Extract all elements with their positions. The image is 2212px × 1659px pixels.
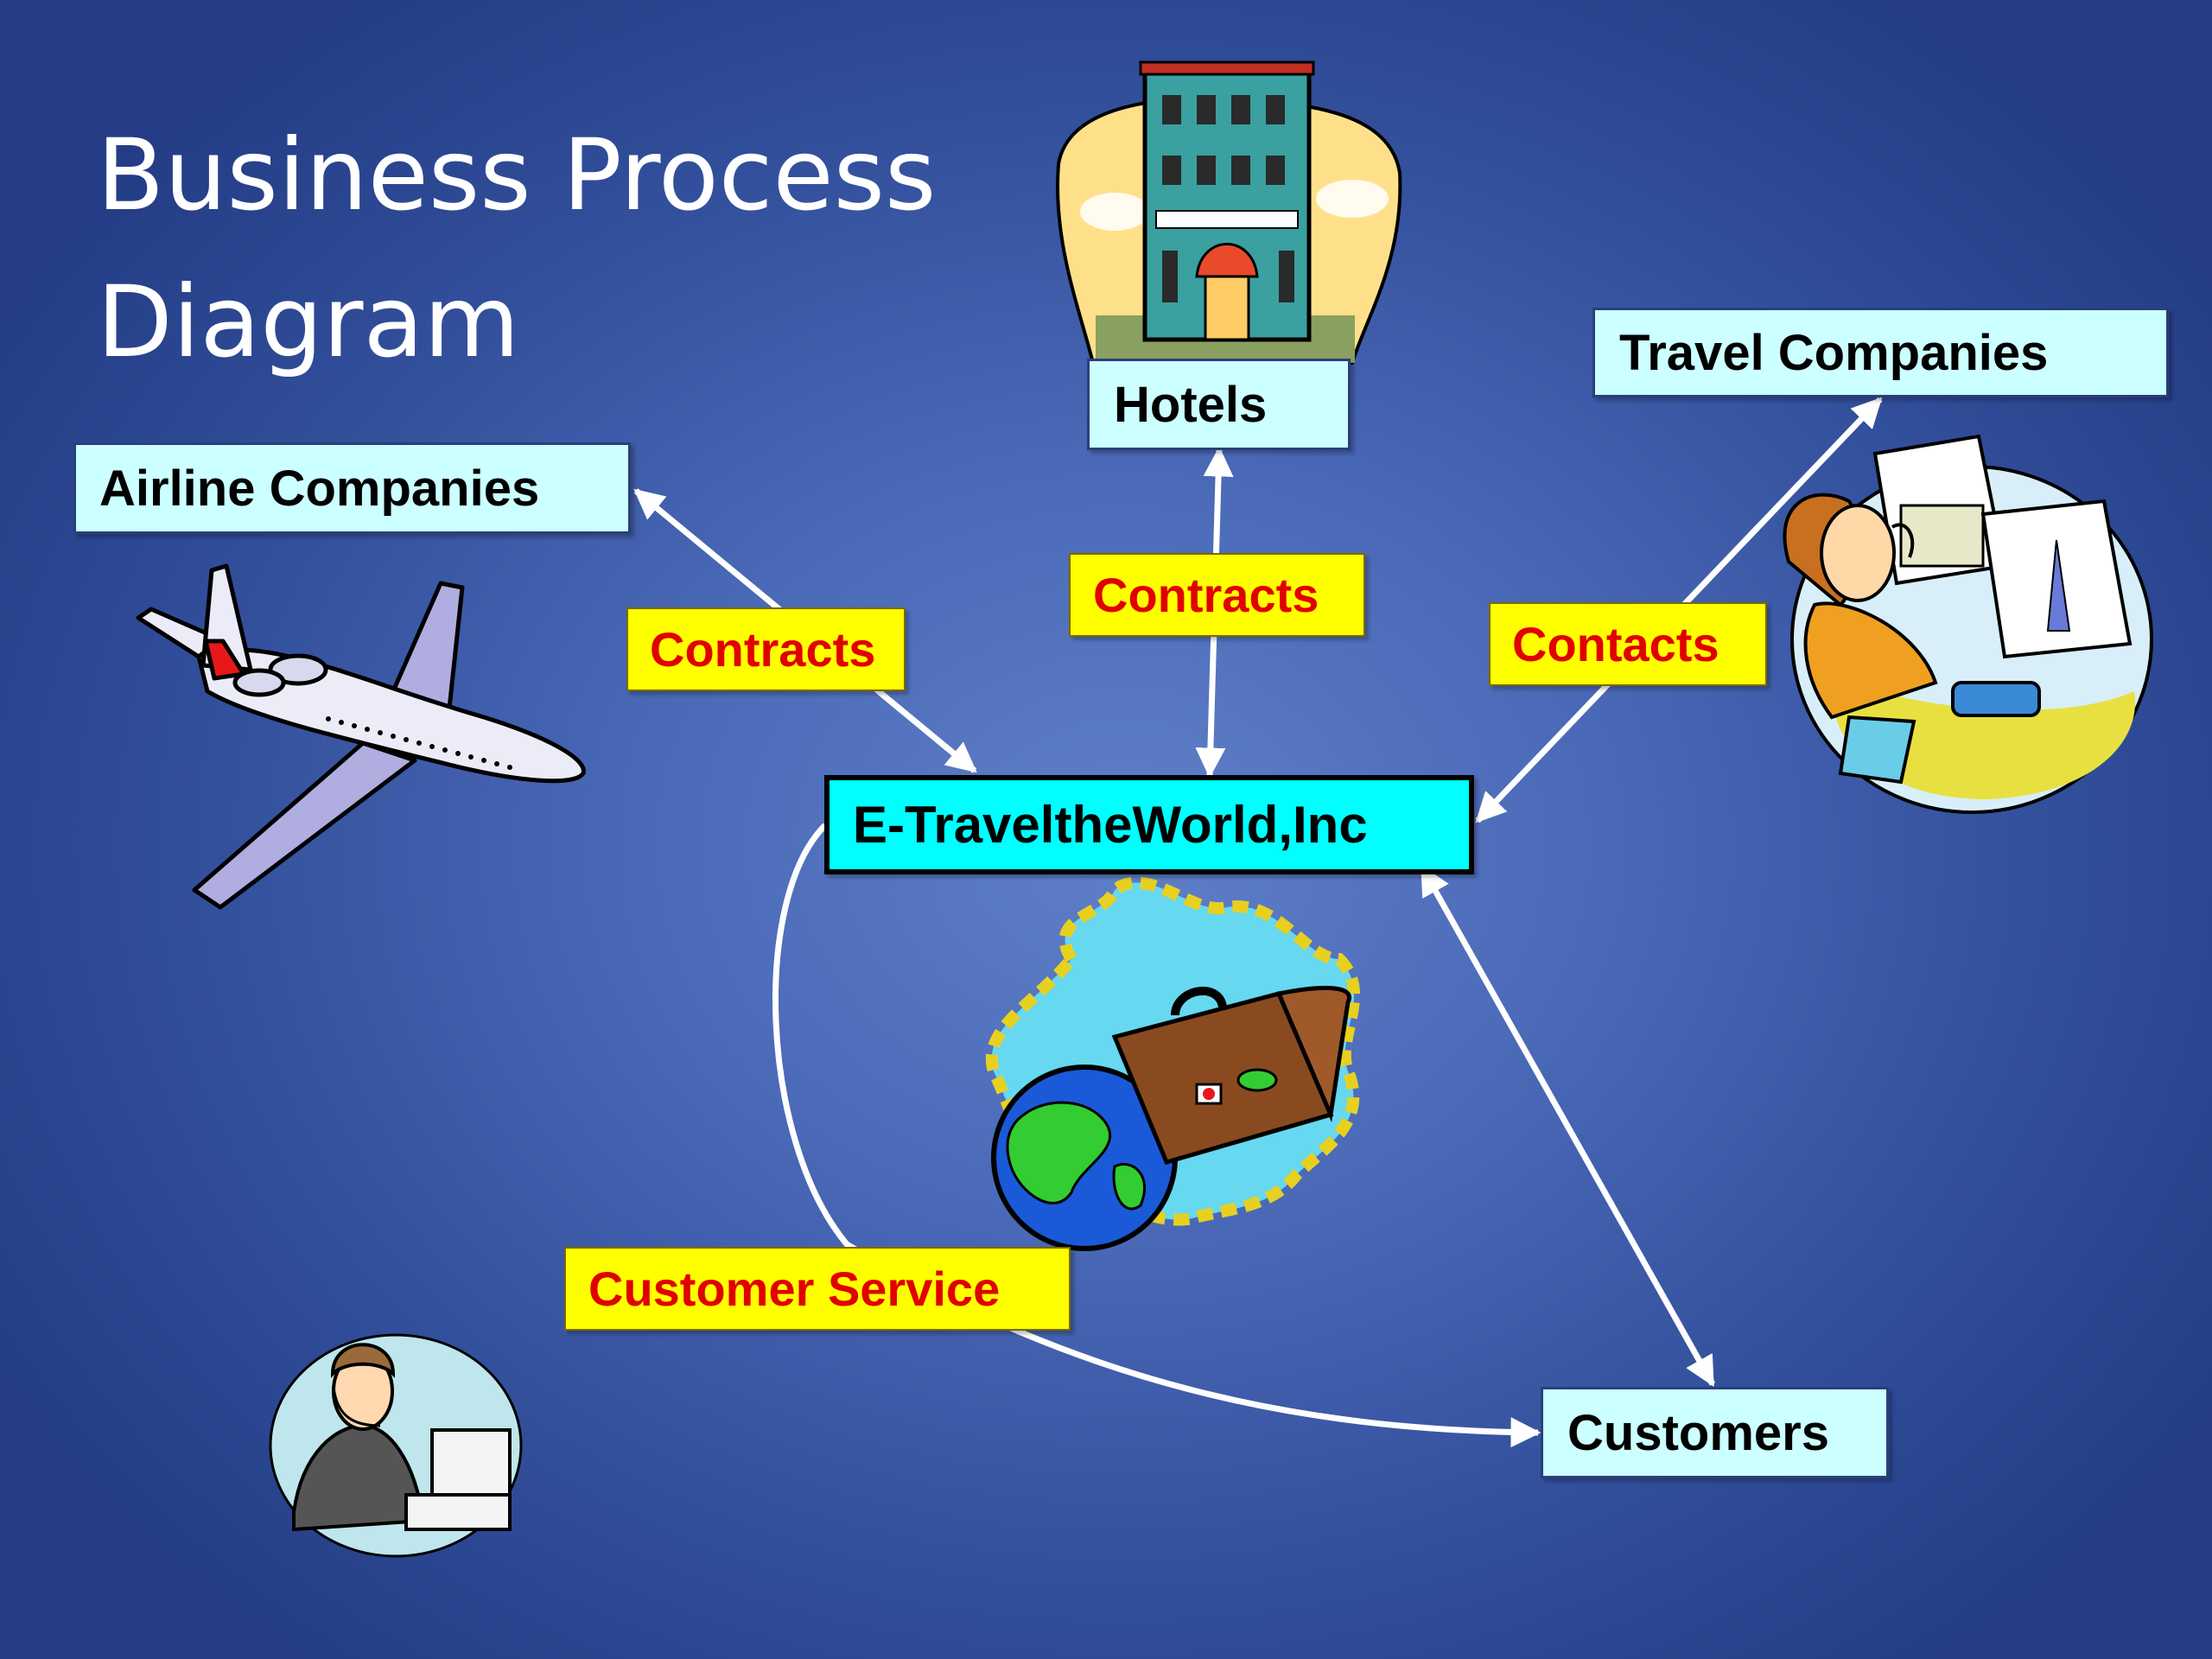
label-contracts-hotels: Contracts [1069,553,1365,637]
hotel-icon [1139,60,1315,342]
node-airline-companies: Airline Companies [73,442,631,534]
node-e-travel-the-world: E-TraveltheWorld,Inc [824,775,1474,874]
label-contacts-travel: Contacts [1489,602,1767,686]
paris-poster-icon [1980,499,2133,659]
node-hotels-label: Hotels [1114,376,1268,433]
node-e-travel-the-world-label: E-TraveltheWorld,Inc [853,796,1368,854]
node-hotels: Hotels [1087,359,1351,450]
node-customers: Customers [1541,1387,1889,1478]
airplane-icon [136,563,586,910]
computer-icon [404,1428,512,1531]
label-customer-service-text: Customer Service [588,1262,1001,1316]
headset-agent-icon [292,1343,426,1532]
node-travel-companies: Travel Companies [1592,308,2169,397]
arrow-customers-center [1419,864,1716,1388]
node-customers-label: Customers [1567,1404,1829,1461]
page-title: Business Process Diagram [97,118,937,379]
label-contracts-airline: Contracts [626,607,906,691]
label-customer-service: Customer Service [564,1247,1071,1331]
phone-icon [1951,681,2041,717]
woman-on-phone-icon [1783,493,1938,720]
label-contacts-travel-text: Contacts [1512,617,1719,671]
node-travel-companies-label: Travel Companies [1619,324,2049,381]
node-airline-companies-label: Airline Companies [99,460,540,517]
label-contracts-hotels-text: Contracts [1093,568,1319,622]
label-contracts-airline-text: Contracts [650,622,876,677]
suitcase-icon [1111,986,1351,1166]
globe-icon [991,1065,1178,1251]
